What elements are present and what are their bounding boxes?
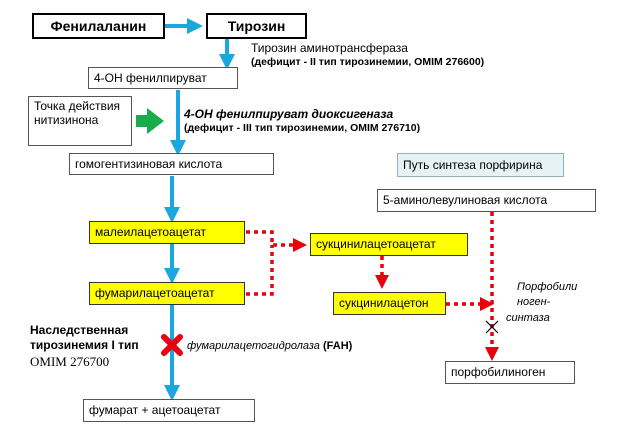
label-hppd-enzyme: 4-ОН фенилпируват диоксигеназа xyxy=(184,107,394,121)
node-porphobilinogen: порфобилиноген xyxy=(445,361,575,384)
label-pbg-synthase-1: Порфобили xyxy=(517,281,578,293)
node-fumarylacetoacetate: фумарилацетоацетат xyxy=(89,282,245,305)
node-porphyrin-pathway: Путь синтеза порфирина xyxy=(397,153,564,177)
label-tat-deficit: (дефицит - II тип тирозинемии, OMIM 2766… xyxy=(251,56,485,68)
node-succinylacetone: сукцинилацетон xyxy=(333,292,446,315)
label-fah-abbr: (FAH) xyxy=(322,340,353,352)
label-tat-enzyme: Тирозин аминотрансфераза xyxy=(251,41,408,55)
label-omim-type1: OMIM 276700 xyxy=(30,354,110,369)
nitisinone-arrow-icon xyxy=(136,108,164,134)
label-hppd-deficit: (дефицит - III тип тирозинемии, OMIM 276… xyxy=(184,122,421,134)
fah-block-cross-icon xyxy=(161,334,183,356)
label-fah: фумарилацетогидролаза (FAH) xyxy=(187,340,352,354)
pbg-synthase-block-icon xyxy=(485,320,499,334)
node-aminolevulinic-acid: 5-аминолевулиновая кислота xyxy=(377,189,596,212)
dotted-maa-to-saa xyxy=(246,230,307,252)
node-succinylacetoacetate: сукцинилацетоацетат xyxy=(310,233,468,256)
node-hydroxyphenylpyruvate: 4-ОН фенилпируват xyxy=(88,67,238,89)
label-hereditary-line2: тирозинемия I тип xyxy=(30,338,139,352)
node-phenylalanine: Фенилаланин xyxy=(32,13,165,39)
dotted-faa-to-saa xyxy=(246,245,274,296)
node-maleylacetoacetate: малеилацетоацетат xyxy=(89,221,245,244)
node-homogentisic-acid: гомогентизиновая кислота xyxy=(69,153,274,175)
node-fumarate-acetoacetate: фумарат + ацетоацетат xyxy=(83,399,255,422)
label-hereditary-line1: Наследственная xyxy=(30,323,129,337)
node-nitisinone-site: Точка действия нитизинона xyxy=(28,96,132,146)
label-pbg-synthase-2: ноген- xyxy=(517,296,551,308)
node-tyrosine: Тирозин xyxy=(206,13,307,39)
label-pbg-synthase-3: синтаза xyxy=(506,312,550,324)
label-fah-enzyme: фумарилацетогидролаза xyxy=(187,340,320,352)
